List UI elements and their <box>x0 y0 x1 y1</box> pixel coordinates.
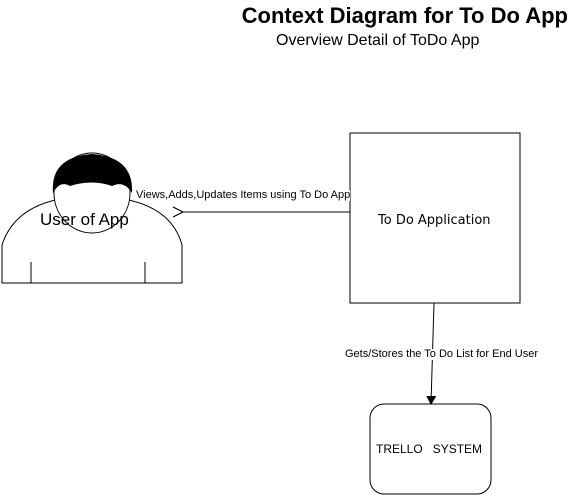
diagram-subtitle: Overview Detail of ToDo App <box>276 32 480 49</box>
user-node-label: User of App <box>40 210 129 229</box>
edge-app-to-trello-label: Gets/Stores the To Do List for End User <box>345 348 538 360</box>
trello-node-label: TRELLO SYSTEM <box>376 442 483 456</box>
diagram-title: Context Diagram for To Do App <box>241 3 568 28</box>
app-node-box <box>349 132 521 304</box>
edge-app-to-user-label: Views,Adds,Updates Items using To Do App <box>136 189 351 201</box>
user-hair <box>52 154 133 193</box>
user-actor <box>1 152 183 284</box>
app-node-label: To Do Application <box>378 213 491 228</box>
